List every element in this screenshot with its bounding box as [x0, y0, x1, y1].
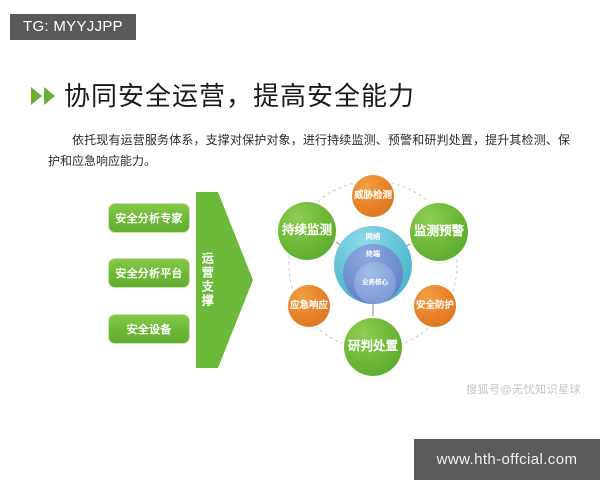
operations-support-arrow: 运营支撑 — [192, 192, 254, 368]
diagram-node-analysis-disposal: 研判处置 — [344, 318, 402, 376]
watermark: 搜狐号@无忧知识星球 — [466, 384, 582, 396]
center-ring-label: 业务核心 — [362, 279, 388, 287]
diagram-node-label: 威胁检测 — [353, 189, 392, 201]
footer-url-badge: www.hth-offcial.com — [414, 439, 600, 480]
diagram-node-label: 监测预警 — [413, 224, 464, 239]
diagram-node-label: 应急响应 — [289, 299, 328, 311]
support-box-security-analyst: 安全分析专家 — [108, 203, 190, 233]
center-ring-label: 终端 — [366, 251, 380, 258]
diagram-node-label: 持续监测 — [281, 223, 332, 238]
diagram-node-label: 研判处置 — [347, 339, 398, 354]
arrow-shape-icon — [196, 192, 253, 368]
center-ring-label: 网络 — [365, 232, 381, 241]
page-title: 协同安全运营，提高安全能力 — [30, 82, 415, 111]
security-operations-cycle-diagram: 威胁检测 监测预警 安全防护 研判处置 应急响应 持续监测 网络 终端 业务核心 — [252, 175, 492, 382]
support-box-security-platform: 安全分析平台 — [108, 258, 190, 288]
diagram-node-emergency-response: 应急响应 — [288, 285, 330, 327]
body-paragraph: 依托现有运营服务体系，支撑对保护对象，进行持续监测、预警和研判处置，提升其检测、… — [48, 133, 570, 168]
diagram-node-security-protection: 安全防护 — [414, 285, 456, 327]
double-triangle-icon — [30, 85, 64, 107]
tg-badge: TG: MYYJJPP — [10, 14, 136, 40]
arrow-label: 运营支撑 — [201, 251, 215, 309]
diagram-node-threat-detection: 威胁检测 — [352, 175, 394, 217]
center-ring-business-core: 业务核心 — [354, 262, 396, 304]
support-box-security-device: 安全设备 — [108, 314, 190, 344]
diagram-node-label: 安全防护 — [415, 299, 454, 311]
page-title-text: 协同安全运营，提高安全能力 — [64, 81, 416, 111]
diagram-center-rings: 网络 终端 业务核心 — [334, 226, 412, 304]
diagram-node-monitoring-warning: 监测预警 — [410, 203, 468, 261]
diagram-node-continuous-monitoring: 持续监测 — [278, 202, 336, 260]
